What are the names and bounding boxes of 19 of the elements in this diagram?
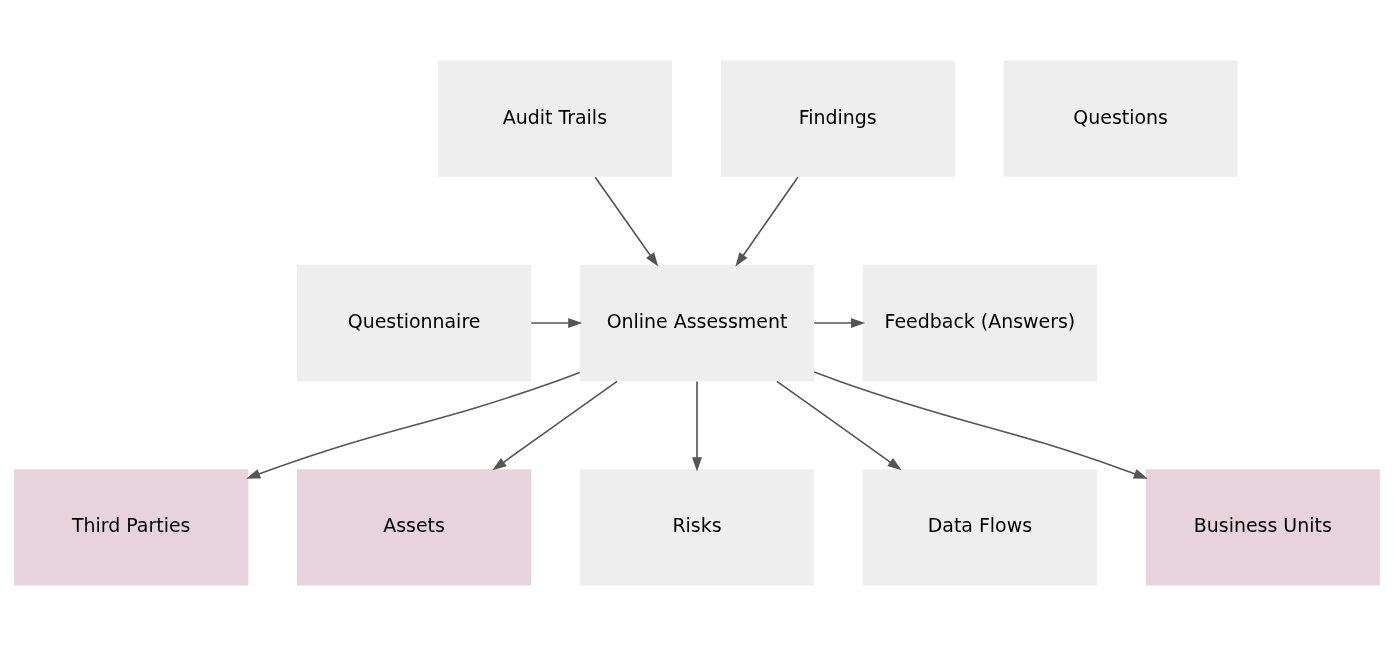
arrow [776, 380, 902, 471]
node-box: Assets [297, 469, 532, 586]
arrow [594, 176, 659, 267]
arrow [813, 371, 1148, 479]
node-box: Third Parties [14, 469, 249, 586]
node-box: Questionnaire [297, 264, 532, 382]
arrow [246, 371, 581, 479]
node-box: Risks [579, 469, 815, 586]
arrow [530, 318, 583, 328]
node-box: Findings [720, 60, 955, 177]
arrow [692, 380, 702, 472]
arrow [492, 380, 618, 471]
node-box: Audit Trails [437, 60, 672, 177]
node-box: Online Assessment [579, 264, 815, 382]
arrow [813, 318, 866, 328]
node-box: Data Flows [862, 469, 1097, 586]
node-box: Business Units [1145, 469, 1380, 586]
arrow [735, 176, 799, 267]
node-box: Feedback (Answers) [862, 264, 1097, 382]
